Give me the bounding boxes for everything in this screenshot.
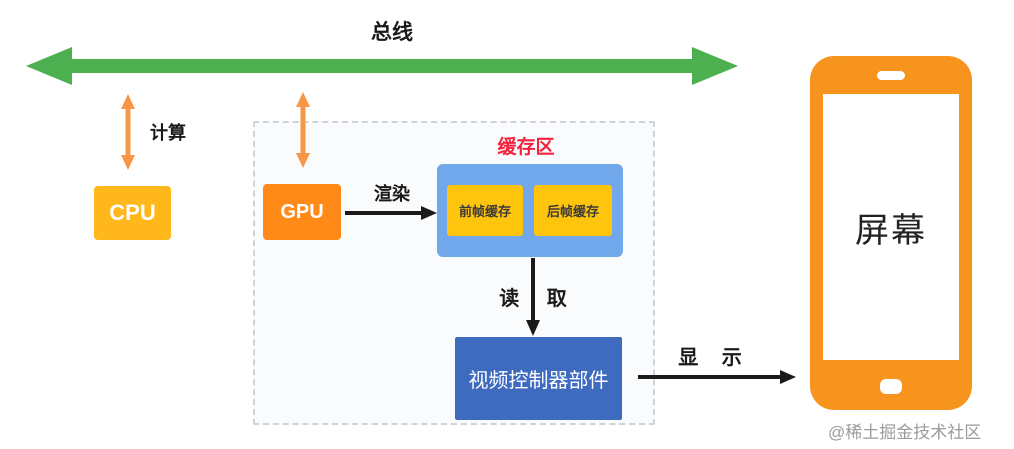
buffer-area-title: 缓存区: [497, 137, 555, 158]
display-arrow-icon: [638, 370, 796, 384]
compute-label: 计算: [150, 123, 186, 143]
display-label: 显 示: [678, 347, 742, 369]
bus-double-arrow-icon: [26, 47, 738, 85]
gpu-bus-double-arrow-icon: [296, 92, 310, 168]
cpu-bus-double-arrow-icon: [121, 94, 135, 170]
buffer-area-box: 前帧缓存 后帧缓存: [437, 164, 623, 257]
phone-speaker-icon: [877, 71, 905, 80]
phone-home-button-icon: [880, 379, 902, 394]
screen-label: 屏幕: [855, 211, 927, 250]
watermark: @稀土掘金技术社区: [828, 423, 982, 442]
read-arrow-icon: [526, 258, 540, 336]
phone-screen: 屏幕: [823, 94, 959, 360]
bus-label: 总线: [371, 21, 413, 44]
phone-device: 屏幕: [810, 56, 972, 410]
front-frame-buffer-box: 前帧缓存: [447, 185, 523, 236]
render-arrow-icon: [345, 206, 437, 220]
cpu-box: CPU: [94, 186, 171, 240]
read-label: 读 取: [499, 288, 567, 310]
render-label: 渲染: [374, 184, 410, 204]
gpu-box: GPU: [263, 184, 341, 240]
video-controller-box: 视频控制器部件: [455, 337, 622, 420]
back-frame-buffer-box: 后帧缓存: [534, 185, 612, 236]
